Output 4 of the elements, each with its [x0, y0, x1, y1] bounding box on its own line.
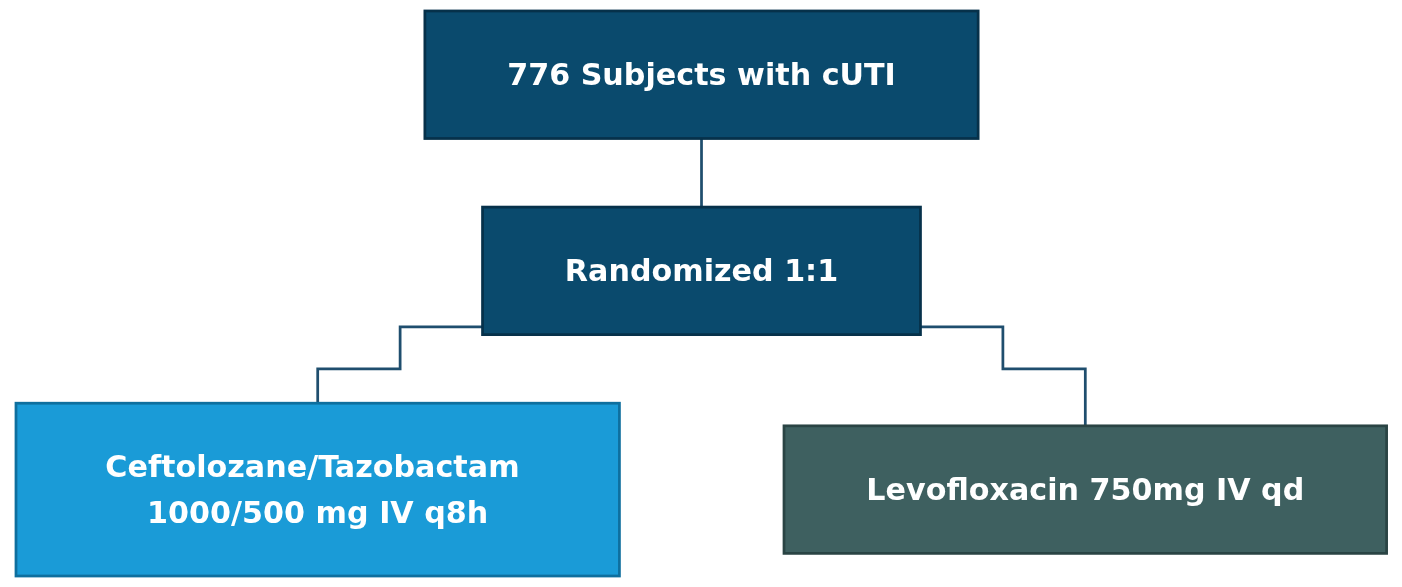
node-box: Ceftolozane/Tazobactam 1000/500 mg IV q8h — [14, 401, 621, 578]
node-box: 776 Subjects with cUTI — [423, 9, 980, 140]
node-box: Randomized 1:1 — [480, 205, 922, 336]
node-box: Levofloxacin 750mg IV qd — [782, 424, 1388, 555]
